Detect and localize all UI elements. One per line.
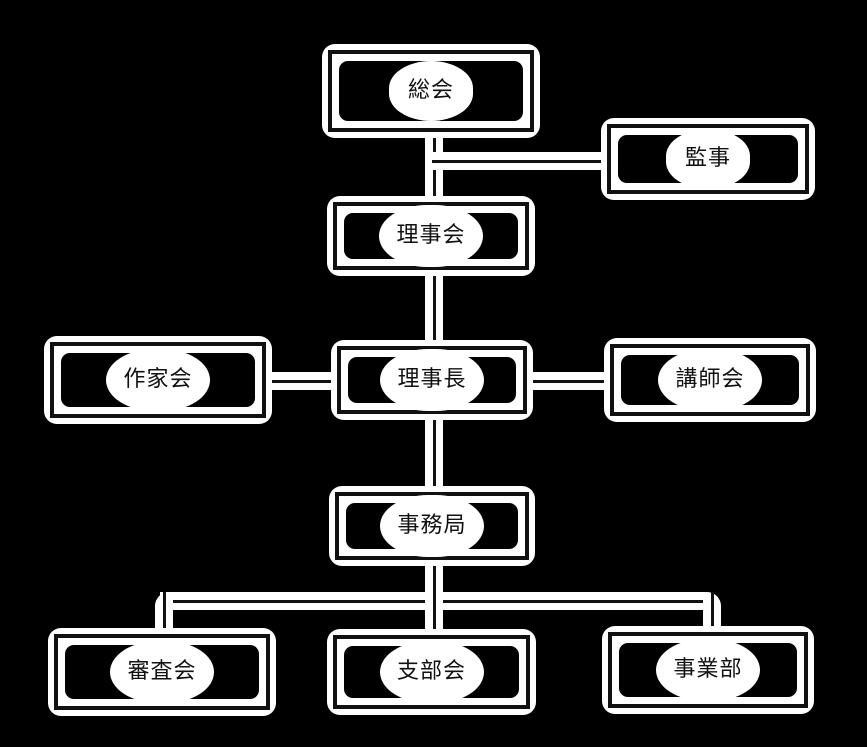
node-frame: 支部会 bbox=[333, 635, 530, 709]
node-label-branch-assembly: 支部会 bbox=[396, 659, 466, 684]
node-label-review-committee: 審査会 bbox=[127, 659, 197, 684]
connector-core bbox=[518, 379, 614, 383]
node-review-committee[interactable]: 審査会 bbox=[48, 628, 276, 716]
text-halo bbox=[666, 129, 750, 189]
node-label-board-of-directors: 理事会 bbox=[396, 223, 466, 248]
node-inner: 監事 bbox=[618, 129, 798, 189]
node-frame: 理事会 bbox=[333, 202, 529, 270]
node-inner: 講師会 bbox=[621, 349, 799, 411]
connector-rijicho-to-jimukyoku bbox=[425, 406, 443, 494]
node-frame: 事務局 bbox=[335, 492, 529, 560]
connector-core bbox=[710, 592, 714, 647]
connector-core bbox=[258, 379, 348, 383]
node-lecturers-association[interactable]: 講師会 bbox=[604, 338, 816, 422]
text-halo bbox=[380, 495, 484, 557]
node-label-lecturers-association: 講師会 bbox=[675, 367, 745, 392]
text-halo bbox=[658, 349, 762, 411]
node-frame: 理事長 bbox=[337, 346, 527, 414]
node-frame: 講師会 bbox=[610, 344, 810, 416]
text-halo bbox=[106, 349, 210, 411]
node-label-writers-association: 作家会 bbox=[123, 367, 193, 392]
connector-core bbox=[432, 592, 436, 644]
node-label-auditor: 監事 bbox=[684, 146, 731, 171]
node-inner: 事業部 bbox=[619, 639, 797, 701]
connector-core bbox=[432, 262, 436, 358]
node-general-assembly[interactable]: 総会 bbox=[322, 44, 540, 138]
node-label-business-division: 事業部 bbox=[673, 657, 743, 682]
text-halo bbox=[379, 205, 483, 267]
node-business-division[interactable]: 事業部 bbox=[602, 626, 814, 714]
node-inner: 事務局 bbox=[346, 495, 518, 557]
text-halo bbox=[656, 639, 760, 701]
connector-rijicho-to-koshikai bbox=[518, 372, 614, 390]
text-halo bbox=[389, 61, 473, 121]
node-frame: 審査会 bbox=[54, 634, 270, 710]
node-inner: 理事長 bbox=[348, 349, 516, 411]
node-label-secretariat: 事務局 bbox=[397, 513, 467, 538]
connector-rijikai-to-rijicho bbox=[425, 262, 443, 358]
node-branch-assembly[interactable]: 支部会 bbox=[327, 629, 536, 715]
node-inner: 審査会 bbox=[65, 641, 259, 703]
node-board-of-directors[interactable]: 理事会 bbox=[327, 196, 535, 276]
node-frame: 監事 bbox=[607, 124, 809, 194]
node-inner: 支部会 bbox=[344, 641, 519, 703]
node-label-general-assembly: 総会 bbox=[407, 78, 454, 103]
node-inner: 作家会 bbox=[61, 349, 255, 411]
node-frame: 総会 bbox=[328, 50, 534, 132]
connector-core bbox=[432, 159, 628, 163]
node-auditor[interactable]: 監事 bbox=[601, 118, 815, 200]
connector-rijicho-to-sakkakai bbox=[258, 372, 348, 390]
connector-sokai-to-kanji bbox=[432, 152, 628, 170]
connector-core bbox=[432, 406, 436, 494]
node-inner: 理事会 bbox=[344, 205, 518, 267]
node-secretariat[interactable]: 事務局 bbox=[329, 486, 535, 566]
text-halo bbox=[380, 349, 484, 411]
text-halo bbox=[110, 641, 214, 703]
node-writers-association[interactable]: 作家会 bbox=[44, 336, 272, 424]
node-inner: 総会 bbox=[339, 61, 523, 121]
node-chairman[interactable]: 理事長 bbox=[331, 340, 533, 420]
node-frame: 作家会 bbox=[50, 342, 266, 418]
text-halo bbox=[379, 641, 484, 703]
connector-core bbox=[162, 592, 166, 647]
node-label-chairman: 理事長 bbox=[397, 367, 467, 392]
node-frame: 事業部 bbox=[608, 632, 808, 708]
